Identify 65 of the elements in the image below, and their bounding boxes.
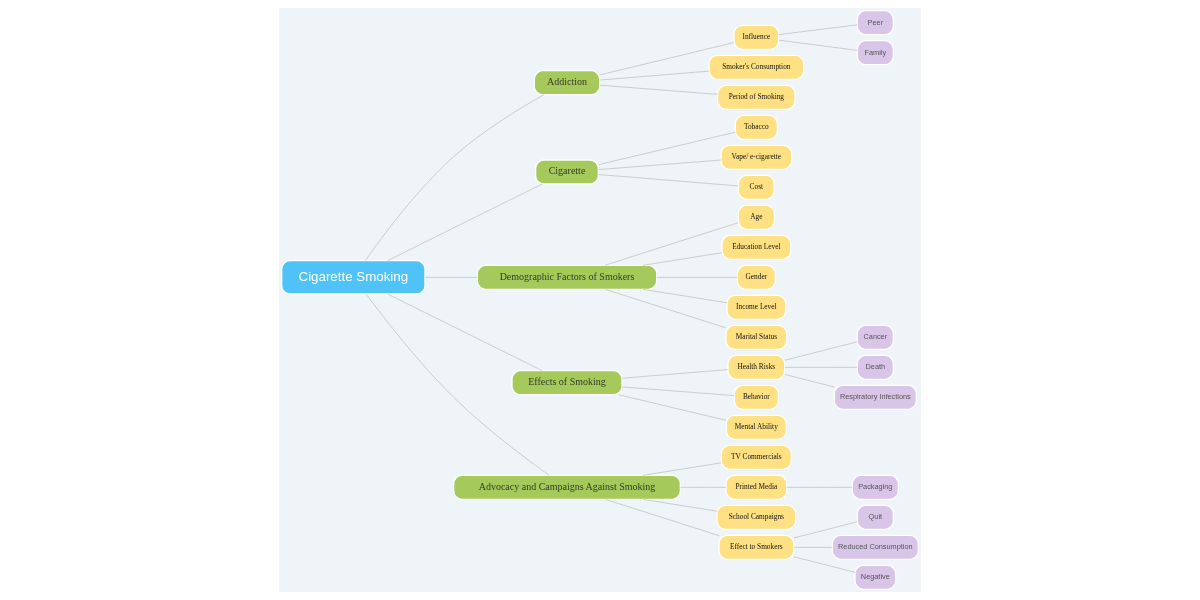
- node-box: Marital Status: [725, 324, 788, 350]
- connector: [642, 498, 718, 512]
- connector: [599, 84, 719, 95]
- connector: [793, 546, 833, 548]
- node-box: Packaging: [851, 474, 899, 500]
- node-box: Peer: [856, 10, 894, 36]
- connector: [617, 394, 727, 421]
- connector: [784, 366, 858, 368]
- connector: [387, 183, 543, 262]
- node-box: Reduced Consumption: [831, 534, 919, 560]
- node-box: Effects of Smoking: [511, 370, 623, 396]
- connector: [365, 293, 550, 476]
- node-box: Negative: [854, 564, 897, 590]
- connector: [656, 276, 738, 278]
- node-box: Printed Media: [725, 474, 788, 500]
- node-box: Cigarette: [535, 159, 599, 185]
- node-box: Cost: [737, 174, 775, 200]
- node-box: Education Level: [721, 234, 792, 260]
- node-box: Advocacy and Campaigns Against Smoking: [453, 474, 681, 500]
- node-box: School Campaigns: [716, 504, 797, 530]
- node-box: Cigarette Smoking: [281, 260, 426, 295]
- node-box: Tobacco: [734, 114, 778, 140]
- node-box: Period of Smoking: [717, 84, 796, 110]
- connector: [680, 486, 727, 488]
- connector: [598, 159, 722, 171]
- node-box: Vape/ e-cigarette: [720, 144, 793, 170]
- node-box: Addiction: [533, 70, 601, 96]
- connector: [784, 373, 835, 388]
- node-box: Cancer: [856, 324, 894, 350]
- connector: [598, 174, 739, 187]
- node-box: Effect to Smokers: [718, 534, 795, 560]
- connector: [599, 42, 735, 76]
- connector: [642, 288, 728, 304]
- connector: [793, 521, 858, 539]
- connector: [784, 341, 858, 361]
- connector: [778, 24, 858, 36]
- node-box: Death: [856, 354, 894, 380]
- node-box: Behavior: [733, 384, 779, 410]
- connector: [599, 70, 710, 81]
- connector: [364, 94, 545, 262]
- connector: [621, 369, 729, 379]
- node-box: Family: [856, 40, 894, 66]
- connector: [642, 252, 723, 266]
- connector: [424, 276, 478, 278]
- node-box: Respiratory Infections: [833, 384, 917, 410]
- node-box: Income Level: [726, 294, 787, 320]
- node-box: Quit: [856, 504, 894, 530]
- connector: [642, 462, 722, 476]
- connector: [793, 556, 856, 573]
- connector: [621, 386, 735, 397]
- node-box: Mental Ability: [725, 414, 787, 440]
- connector: [605, 498, 720, 537]
- node-box: Gender: [736, 264, 776, 290]
- connector: [605, 288, 727, 329]
- connector: [786, 486, 853, 488]
- connector: [604, 222, 739, 266]
- connector: [778, 39, 858, 51]
- node-box: Influence: [733, 24, 780, 50]
- node-box: Health Risks: [727, 354, 786, 380]
- connector: [387, 293, 543, 372]
- node-box: Smoker's Consumption: [708, 54, 805, 80]
- node-box: TV Commercials: [720, 444, 792, 470]
- node-box: Age: [737, 204, 775, 230]
- node-box: Demographic Factors of Smokers: [476, 264, 658, 290]
- connector: [598, 131, 736, 166]
